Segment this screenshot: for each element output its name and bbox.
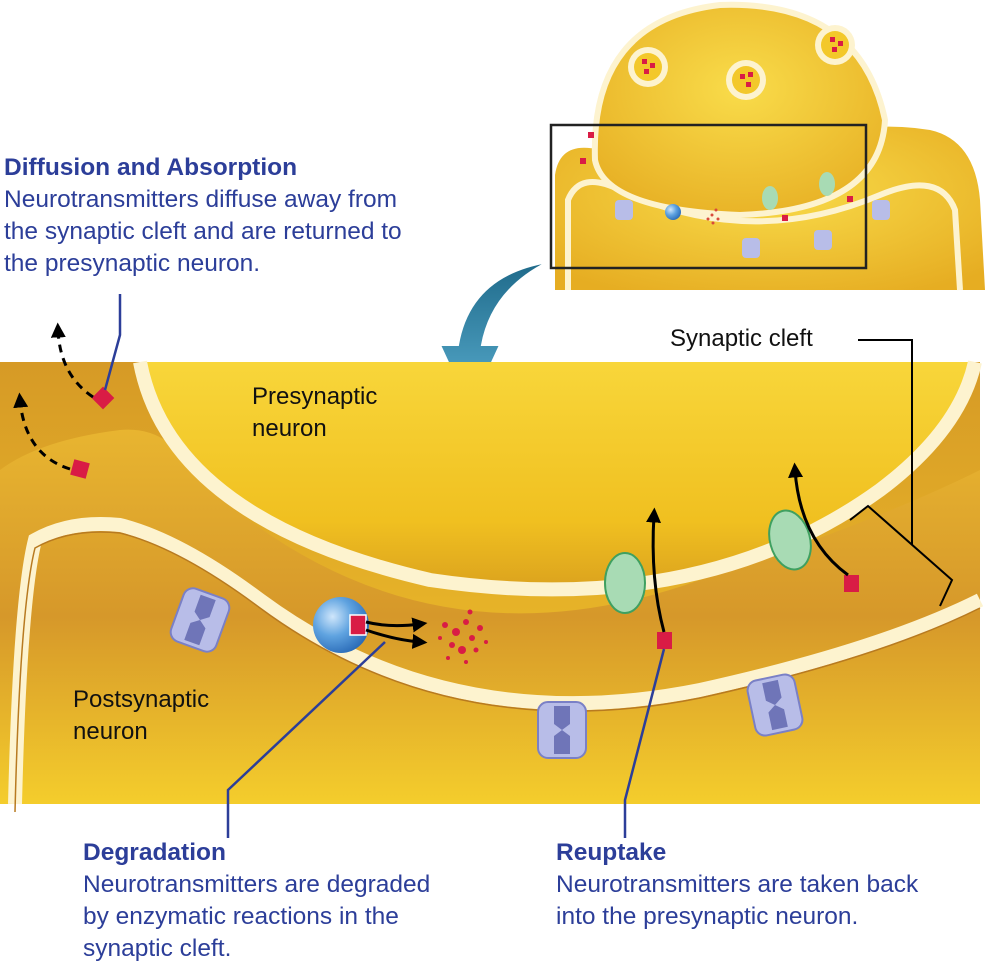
inset-receptor — [615, 200, 633, 220]
diffusion-leader-line — [103, 294, 122, 391]
postsynaptic-neuron-body — [0, 429, 980, 804]
presynaptic-neuron-label: Presynaptic neuron — [252, 383, 378, 442]
receptor-icon — [746, 673, 804, 737]
enzyme-icon — [313, 597, 369, 653]
degradation-caption: Degradation Neurotransmitters are degrad… — [83, 837, 430, 965]
inset-post-membrane — [565, 179, 963, 291]
reuptake-title: Reuptake — [556, 839, 667, 866]
inset-enzyme — [665, 204, 681, 220]
enlarged-synapse — [0, 339, 984, 813]
presynaptic-membrane — [133, 360, 982, 597]
inset-zoom-frame — [549, 123, 868, 270]
receptor-icon — [537, 701, 587, 759]
neurotransmitter-icon — [349, 614, 367, 636]
neurotransmitter-icon — [657, 632, 672, 649]
inset-vesicle — [815, 25, 855, 65]
diffusion-elements — [13, 322, 115, 479]
degradation-leader-line — [226, 641, 386, 838]
inset-vesicle — [726, 60, 766, 100]
inset-vesicle — [628, 47, 668, 87]
cleft-bracket — [849, 504, 954, 607]
diffusion-title: Diffusion and Absorption — [4, 154, 298, 181]
degraded-fragments — [438, 609, 488, 664]
inset-receptor — [742, 238, 760, 258]
receptor-icon — [169, 587, 231, 653]
transporter-icon — [604, 552, 646, 614]
inset-transporter — [762, 186, 778, 210]
presynaptic-neuron-body — [140, 362, 975, 590]
inset-receptor — [814, 230, 832, 250]
synaptic-cleft-label: Synaptic cleft — [670, 325, 813, 352]
diffusion-caption: Diffusion and Absorption Neurotransmitte… — [4, 152, 402, 280]
cleft-leader-line — [858, 339, 913, 545]
transporter-icon — [768, 509, 812, 571]
degradation-title: Degradation — [83, 839, 226, 866]
degradation-text: Neurotransmitters are degraded by enzyma… — [83, 871, 431, 962]
inset-receptor — [872, 200, 890, 220]
overview-inset — [549, 1, 985, 291]
postsynaptic-membrane — [8, 517, 984, 805]
diffusion-text: Neurotransmitters diffuse away from the … — [4, 186, 402, 277]
neurotransmitter-icon — [91, 386, 115, 410]
reuptake-caption: Reuptake Neurotransmitters are taken bac… — [556, 837, 918, 933]
postsynaptic-neuron-label: Postsynaptic neuron — [73, 686, 210, 745]
neurotransmitter-icon — [844, 575, 859, 592]
reuptake-text: Neurotransmitters are taken back into th… — [556, 871, 919, 930]
neurotransmitter-icon — [70, 459, 90, 479]
reuptake-leader-line — [623, 648, 666, 838]
inset-transporter — [819, 172, 835, 196]
